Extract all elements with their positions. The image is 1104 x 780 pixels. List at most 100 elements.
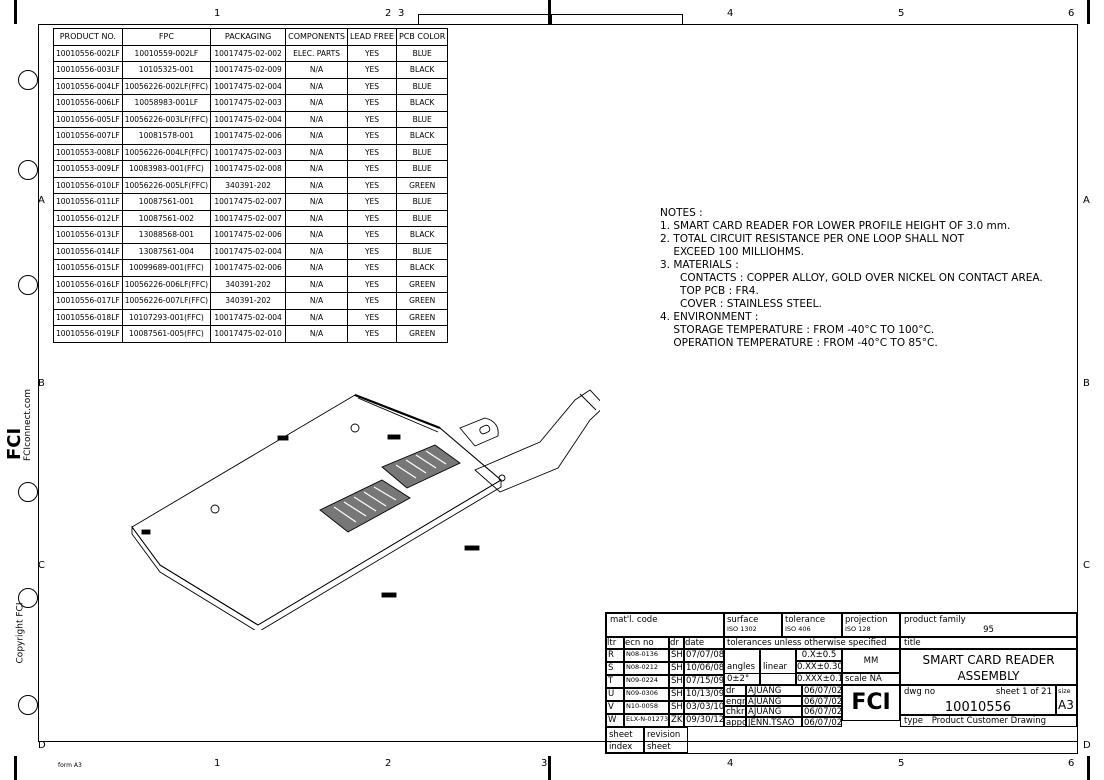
cell-components: N/A [285,77,349,95]
cell-pcb-color: BLUE [395,160,449,178]
projection-label: projection [845,615,888,625]
cell-fpc: 13088568-001 [121,226,212,244]
zone-right-a: A [1083,195,1090,206]
mount-hole [498,474,506,482]
cell-lead-free: YES [347,275,397,293]
cell-components: N/A [285,160,349,178]
cell-product-no: 10010556-003LF [53,61,123,79]
cell-fpc: 10056226-003LF(FFC) [121,110,212,128]
rev-header-date: date [684,637,724,649]
size-label: size [1058,687,1071,695]
angles-value: 0±2° [724,673,796,685]
linear-label: linear [763,662,788,672]
cell-product-no: 10010553-009LF [53,160,123,178]
rev-header-ltr: ltr [606,637,624,649]
top-rail [354,393,441,430]
note-line: EXCEED 100 MILLIOHMS. [660,246,804,258]
corner-mark-tl [0,0,17,24]
note-line: 4. ENVIRONMENT : [660,311,759,323]
rev-dr: SH [669,649,684,662]
header-lead-free: LEAD FREE [347,28,397,46]
type-label: type [904,716,923,726]
binder-hole [18,695,38,715]
note-line: COVER : STAINLESS STEEL. [660,298,822,310]
surface-std: ISO 1302 [727,625,757,633]
cell-fpc: 10087561-005(FFC) [121,325,212,343]
cell-fpc: 10087561-002 [121,209,212,227]
cell-components: N/A [285,61,349,79]
drawing-notes: NOTES :1. SMART CARD READER FOR LOWER PR… [660,207,1043,350]
tol-3: 0.XXX±0.10 [796,673,842,685]
binder-hole [18,275,38,295]
corner-mark-br [1087,756,1104,780]
surface-cell: surface ISO 1302 [724,613,782,637]
cell-fpc: 10058983-001LF [121,94,212,112]
cell-product-no: 10010556-002LF [53,44,123,62]
cell-packaging: 340391-202 [210,292,287,310]
size-cell: size A3 [1056,685,1077,715]
cell-product-no: 10010556-018LF [53,308,123,326]
cell-packaging: 10017475-02-007 [210,209,287,227]
signoff-date: 06/07/02 [802,695,842,706]
cell-components: N/A [285,110,349,128]
cell-packaging: 10017475-02-006 [210,259,287,277]
cell-pcb-color: BLUE [395,193,449,211]
dwg-no-value: 10010556 [944,700,1012,715]
cell-fpc: 10081578-001 [121,127,212,145]
tolerance-label: tolerance [785,615,826,625]
dwg-no-cell: dwg no sheet 1 of 21 10010556 [900,685,1056,715]
binder-hole [18,70,38,90]
cell-lead-free: YES [347,259,397,277]
zone-bottom-5: 5 [898,758,905,769]
mount-hole [210,504,220,514]
cell-fpc: 13087561-004 [121,242,212,260]
cell-packaging: 10017475-02-002 [210,44,287,62]
latch [141,529,151,535]
rev-dr: SH [669,688,684,701]
cell-pcb-color: GREEN [395,325,449,343]
rev-ecn: N09-0224 [624,675,669,688]
cell-lead-free: YES [347,308,397,326]
cell-pcb-color: BLACK [395,127,449,145]
tolerances-label: tolerances unless otherwise specified [724,637,900,649]
title-line-2: ASSEMBLY [957,669,1020,683]
binder-hole [18,588,38,608]
contact-block-2 [381,444,461,489]
corner-mark-bl [0,756,17,780]
cell-pcb-color: BLACK [395,259,449,277]
scale-cell: scale NA [842,673,900,685]
cell-pcb-color: GREEN [395,176,449,194]
cell-product-no: 10010556-019LF [53,325,123,343]
rev-ltr: V [606,701,624,714]
cell-lead-free: YES [347,127,397,145]
form-label: form A3 [58,762,82,769]
tol-1: 0.X±0.5 [796,649,842,661]
drawing-frame [38,24,1078,742]
cell-fpc: 10056226-007LF(FFC) [121,292,212,310]
cell-pcb-color: BLUE [395,44,449,62]
rev-ltr: S [606,662,624,675]
zone-bottom-3: 3 [541,758,548,769]
side-website: FCIconnect.com [23,388,34,462]
cell-product-no: 10010553-008LF [53,143,123,161]
tolerance-std: ISO 406 [785,625,811,633]
latch [381,592,397,598]
cell-components: N/A [285,242,349,260]
top-ruler-strip-2 [551,14,683,25]
zone-top-3: 3 [398,8,405,19]
product-family-label: product family [904,615,966,625]
cell-components: N/A [285,193,349,211]
card-reader-drawing [131,389,600,630]
cell-product-no: 10010556-004LF [53,77,123,95]
cell-fpc: 10056226-005LF(FFC) [121,176,212,194]
cell-lead-free: YES [347,61,397,79]
rev-date: 03/03/10 [684,701,724,714]
